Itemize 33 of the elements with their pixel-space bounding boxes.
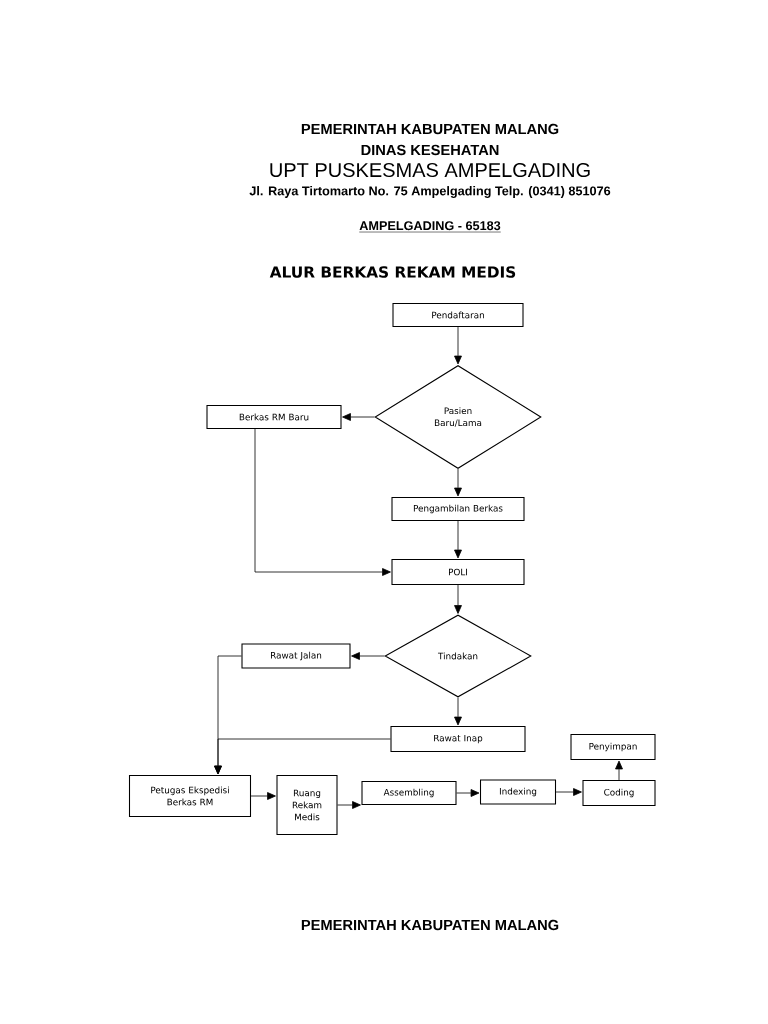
process-box: Pengambilan Berkas (391, 496, 525, 522)
process-box: Indexing (479, 779, 557, 805)
header-text: UPT PUSKESMAS AMPELGADING (270, 162, 590, 178)
header-text: Jl. Raya Tirtomarto No. 75 Ampelgading Telp. (0341) 851076 (249, 186, 611, 198)
header-text: AMPELGADING - 65183 (359, 221, 501, 233)
header-text: PEMERINTAH KABUPATEN MALANG (301, 919, 559, 931)
arrow (342, 413, 375, 421)
arrow (254, 428, 391, 576)
header-text: PEMERINTAH KABUPATEN MALANG (301, 123, 559, 135)
header-text: DINAS KESEHATAN (361, 144, 499, 156)
process-box: Rawat Jalan (241, 643, 351, 669)
process-box: Rawat Inap (390, 725, 526, 753)
arrow (214, 738, 391, 775)
arrow (337, 801, 361, 809)
process-box: Pendaftaran (392, 302, 524, 328)
arrow (454, 520, 462, 559)
process-box: Petugas Ekspedisi Berkas RM (128, 774, 252, 818)
arrow (250, 792, 276, 800)
process-box: POLI (391, 558, 525, 586)
process-box: Berkas RM Baru (206, 404, 342, 430)
process-box: Assembling (361, 780, 457, 806)
arrow (454, 326, 462, 365)
arrow (456, 789, 480, 797)
title: ALUR BERKAS REKAM MEDIS (269, 266, 516, 278)
arrow (351, 652, 385, 660)
arrow (454, 468, 462, 497)
arrow (454, 584, 462, 614)
arrow (615, 760, 623, 781)
arrow (555, 788, 582, 796)
process-box: Coding (582, 779, 656, 807)
arrow (454, 697, 462, 726)
process-box: Penyimpan (570, 733, 656, 761)
process-box: Ruang Rekam Medis (276, 774, 338, 836)
